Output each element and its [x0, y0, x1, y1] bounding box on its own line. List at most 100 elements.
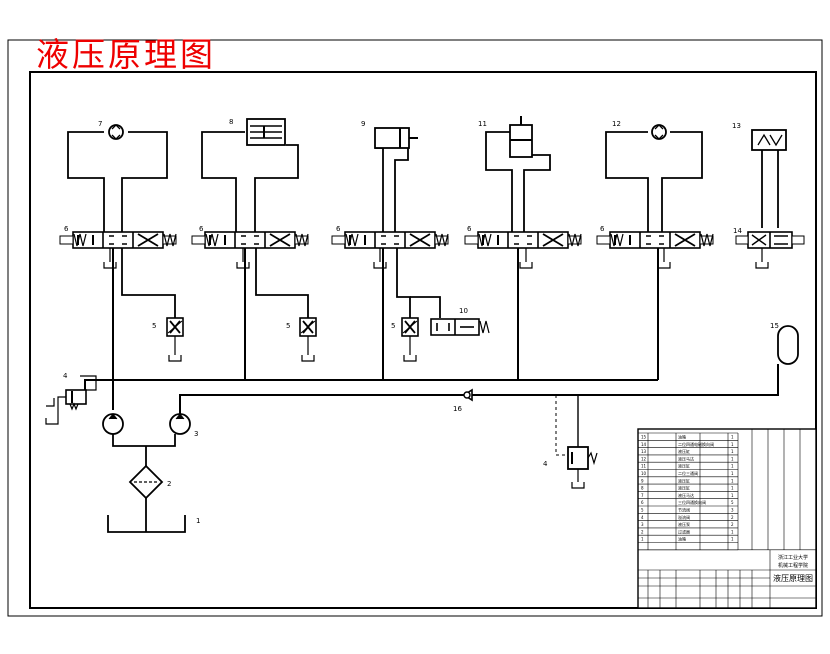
- parts-row-number: 10: [641, 471, 647, 476]
- parts-row-qty: 1: [731, 464, 734, 469]
- parts-row-number: 5: [641, 508, 644, 513]
- parts-row-number: 1: [641, 537, 644, 542]
- label-1: 1: [196, 517, 200, 525]
- parts-row-name: 液压马达: [678, 492, 694, 498]
- cylinder-13: [751, 129, 787, 151]
- parts-row-name: 液压缸: [678, 463, 690, 469]
- two-position-valve-10: [430, 318, 490, 336]
- label-3: 3: [194, 430, 198, 438]
- parts-row-qty: 1: [731, 449, 734, 454]
- parts-row-number: 13: [641, 449, 647, 454]
- parts-row-qty: 5: [731, 500, 734, 505]
- parts-row-number: 3: [641, 522, 644, 527]
- label-6e: 6: [600, 225, 605, 233]
- parts-row-number: 4: [641, 515, 644, 520]
- throttle-valve-1: [166, 317, 184, 362]
- cylinder-8: [246, 118, 286, 146]
- label-12: 12: [612, 120, 621, 128]
- hydraulic-motor-12: [651, 124, 667, 140]
- title-block-drawing-name: 液压原理图: [773, 573, 813, 583]
- label-6d: 6: [467, 225, 472, 233]
- parts-row-name: 二位三通阀: [678, 470, 698, 476]
- parts-row-number: 15: [641, 435, 647, 440]
- parts-row-qty: 2: [731, 515, 734, 520]
- directional-valve-3: [331, 231, 449, 249]
- parts-row-number: 6: [641, 500, 644, 505]
- relief-valve-right: [555, 395, 598, 489]
- directional-valve-2: [191, 231, 309, 249]
- parts-row-name: 液压缸: [678, 485, 690, 491]
- parts-row-qty: 3: [731, 508, 734, 513]
- label-9: 9: [361, 120, 365, 128]
- parts-row-name: 油箱: [678, 536, 686, 542]
- throttle-valve-2: [299, 317, 317, 362]
- directional-valve-1: [59, 231, 177, 249]
- label-15: 15: [770, 322, 779, 330]
- relief-valve-left: [45, 375, 97, 425]
- pump-right: [169, 413, 191, 435]
- oil-tank-1: [107, 515, 186, 533]
- actuator-lines: [67, 131, 779, 232]
- parts-row-name: 过滤器: [678, 528, 690, 534]
- parts-row-qty: 1: [731, 456, 734, 461]
- label-10: 10: [459, 307, 468, 315]
- pump-left: [102, 413, 124, 435]
- label-4a: 4: [63, 372, 68, 380]
- parts-row-number: 14: [641, 442, 647, 447]
- parts-row-name: 液压缸: [678, 477, 690, 483]
- suction-lines: [112, 434, 176, 532]
- throttle-valve-3: [401, 317, 419, 362]
- label-5a: 5: [152, 322, 156, 330]
- label-14: 14: [733, 227, 742, 235]
- parts-row-qty: 1: [731, 537, 734, 542]
- pressure-line-network: [84, 248, 779, 415]
- drawing-title: 液压原理图: [36, 35, 216, 74]
- parts-row-name: 节流阀: [678, 507, 690, 513]
- label-7: 7: [98, 120, 102, 128]
- cylinder-9: [374, 127, 418, 149]
- label-11: 11: [478, 120, 487, 128]
- filter-2: [128, 464, 164, 500]
- parts-row-number: 11: [641, 464, 647, 469]
- parts-row-qty: 1: [731, 486, 734, 491]
- parts-row-number: 8: [641, 486, 644, 491]
- directional-valve-5: [596, 231, 714, 249]
- label-5b: 5: [286, 322, 290, 330]
- parts-row-qty: 2: [731, 522, 734, 527]
- parts-row-qty: 1: [731, 442, 734, 447]
- parts-row-name: 液压马达: [678, 455, 694, 461]
- title-block-school-1: 浙江工业大学: [778, 554, 808, 561]
- parts-row-name: 溢流阀: [678, 514, 690, 520]
- label-8: 8: [229, 118, 233, 126]
- solenoid-valve-14: [735, 231, 805, 269]
- label-5c: 5: [391, 322, 395, 330]
- parts-row-qty: 1: [731, 529, 734, 534]
- parts-row-qty: 1: [731, 478, 734, 483]
- directional-valve-4: [464, 231, 582, 249]
- component-labels: 1 2 3 4 4 5 5 5 6 6 6 6 6 7 8 9 10 11 12…: [63, 118, 779, 525]
- return-lines: [121, 248, 779, 395]
- valve-drains: [103, 248, 671, 269]
- label-6c: 6: [336, 225, 341, 233]
- parts-row-number: 9: [641, 478, 644, 483]
- parts-row-name: 二位四通电磁换向阀: [678, 441, 714, 447]
- parts-row-qty: 1: [731, 471, 734, 476]
- parts-row-number: 2: [641, 529, 644, 534]
- parts-row-name: 液压泵: [678, 521, 690, 527]
- parts-row-qty: 1: [731, 493, 734, 498]
- title-block-school-2: 机械工程学院: [778, 562, 808, 569]
- hydraulic-motor-7: [108, 124, 124, 140]
- check-valve-16: [462, 388, 473, 402]
- parts-row-name: 三位四通换向阀: [678, 499, 706, 505]
- parts-row-name: 液压缸: [678, 448, 690, 454]
- accumulator-15: [777, 325, 799, 365]
- drawing-frame: [7, 39, 823, 617]
- cylinder-11: [509, 116, 533, 158]
- label-6b: 6: [199, 225, 204, 233]
- label-6a: 6: [64, 225, 69, 233]
- parts-row-name: 油箱: [678, 434, 686, 440]
- parts-row-number: 7: [641, 493, 644, 498]
- label-2: 2: [167, 480, 171, 488]
